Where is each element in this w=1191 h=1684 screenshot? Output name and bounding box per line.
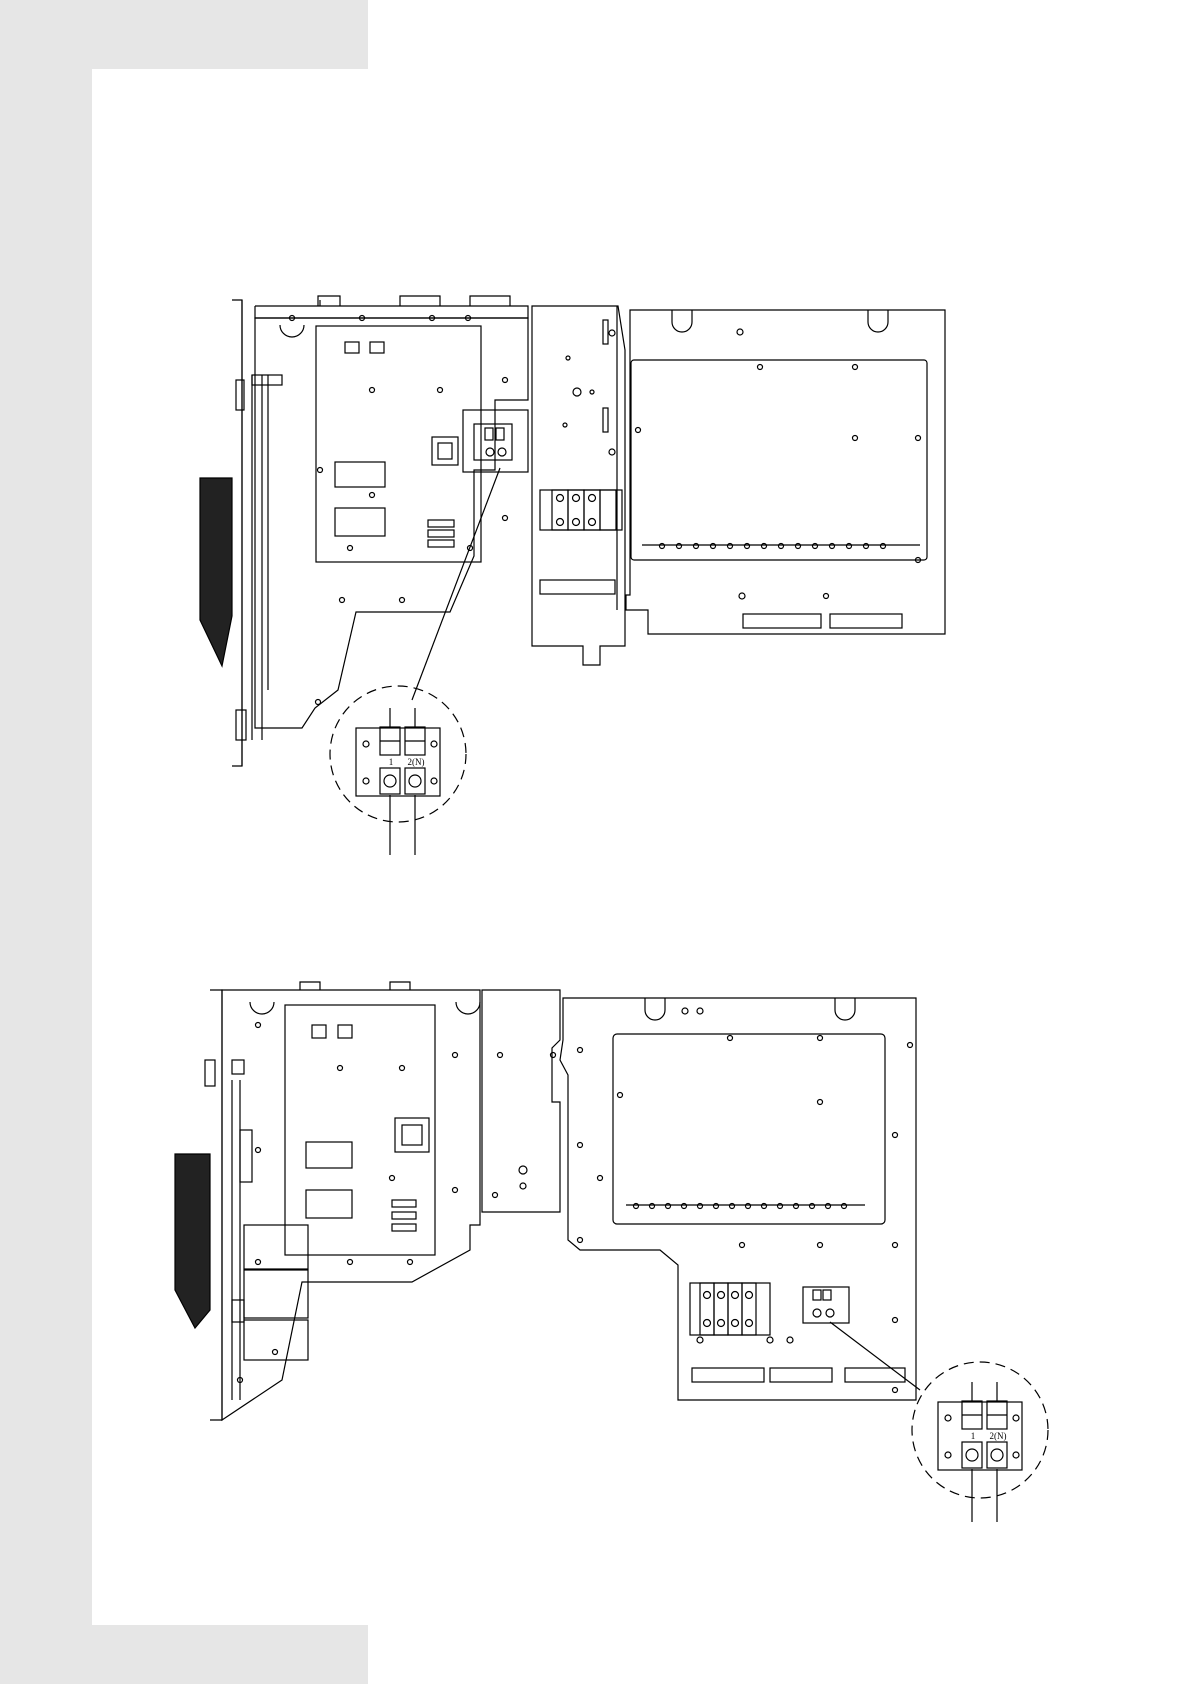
- bottom-right-panel: [560, 998, 916, 1400]
- bottom-left-holes: [238, 1023, 458, 1383]
- top-left-holes: [280, 316, 508, 705]
- top-middle-terminals: [552, 490, 616, 530]
- top-leader-line: [412, 468, 500, 700]
- top-middle-panel: [532, 306, 625, 665]
- bottom-terminal-1-label: 1: [971, 1431, 976, 1441]
- bottom-middle-panel: [482, 990, 560, 1212]
- bottom-unit-diagram: [175, 982, 1048, 1522]
- top-terminal-1-label: 1: [389, 757, 394, 767]
- bottom-left-chassis: [222, 982, 480, 1420]
- bottom-terminal-detail: [912, 1362, 1048, 1522]
- top-side-panel: [200, 300, 282, 766]
- top-right-holes: [636, 329, 921, 599]
- top-right-panel: [626, 310, 945, 634]
- top-terminal-detail: [330, 686, 466, 855]
- top-terminal-2-label: 2(N): [408, 757, 425, 767]
- bottom-right-holes: [578, 1036, 913, 1393]
- bottom-leader-line: [830, 1322, 920, 1390]
- top-unit-diagram: [200, 296, 945, 855]
- bottom-side-panel: [175, 990, 308, 1420]
- bottom-terminal-2-label: 2(N): [990, 1431, 1007, 1441]
- top-left-chassis: [255, 296, 528, 728]
